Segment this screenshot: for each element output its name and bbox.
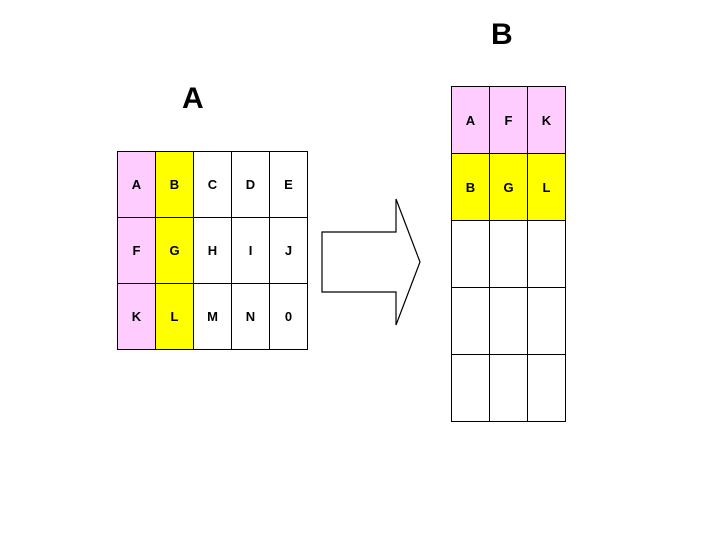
result-table-cell-r5c1 <box>451 354 490 422</box>
source-table-title: A <box>182 82 205 115</box>
result-table-cell-r3c3 <box>527 220 566 288</box>
source-table-cell-r1c3: C <box>193 151 232 218</box>
block-arrow-right-shape <box>321 198 421 326</box>
source-table-cell-r3c3: M <box>193 283 232 350</box>
result-table-title: B <box>491 18 514 51</box>
result-table-row <box>451 287 566 355</box>
result-table-cell-r2c2: G <box>489 153 528 221</box>
result-table-cell-r1c1: A <box>451 86 490 154</box>
result-table-row <box>451 220 566 288</box>
result-table-cell-r2c1: B <box>451 153 490 221</box>
source-table-cell-r3c1: K <box>117 283 156 350</box>
source-table-cell-r2c2: G <box>155 217 194 284</box>
source-table-cell-r1c2: B <box>155 151 194 218</box>
result-table-cell-r4c2 <box>489 287 528 355</box>
source-table-cell-r2c3: H <box>193 217 232 284</box>
result-table-cell-r5c3 <box>527 354 566 422</box>
result-table-cell-r5c2 <box>489 354 528 422</box>
source-table-cell-r2c5: J <box>269 217 308 284</box>
result-table-cell-r4c3 <box>527 287 566 355</box>
source-table-cell-r1c5: E <box>269 151 308 218</box>
source-table-cell-r3c5: 0 <box>269 283 308 350</box>
source-table-cell-r2c4: I <box>231 217 270 284</box>
source-table-cell-r1c1: A <box>117 151 156 218</box>
source-table-cell-r2c1: F <box>117 217 156 284</box>
result-table-cell-r3c2 <box>489 220 528 288</box>
result-table-cell-r1c2: F <box>489 86 528 154</box>
result-table-cell-r4c1 <box>451 287 490 355</box>
result-table-row <box>451 354 566 422</box>
result-table-cell-r2c3: L <box>527 153 566 221</box>
source-table-cell-r3c2: L <box>155 283 194 350</box>
source-table-cell-r1c4: D <box>231 151 270 218</box>
source-table-cell-r3c4: N <box>231 283 270 350</box>
result-table-cell-r3c1 <box>451 220 490 288</box>
block-arrow-right-icon <box>315 192 430 332</box>
arrow-outline <box>321 198 421 326</box>
result-table-cell-r1c3: K <box>527 86 566 154</box>
